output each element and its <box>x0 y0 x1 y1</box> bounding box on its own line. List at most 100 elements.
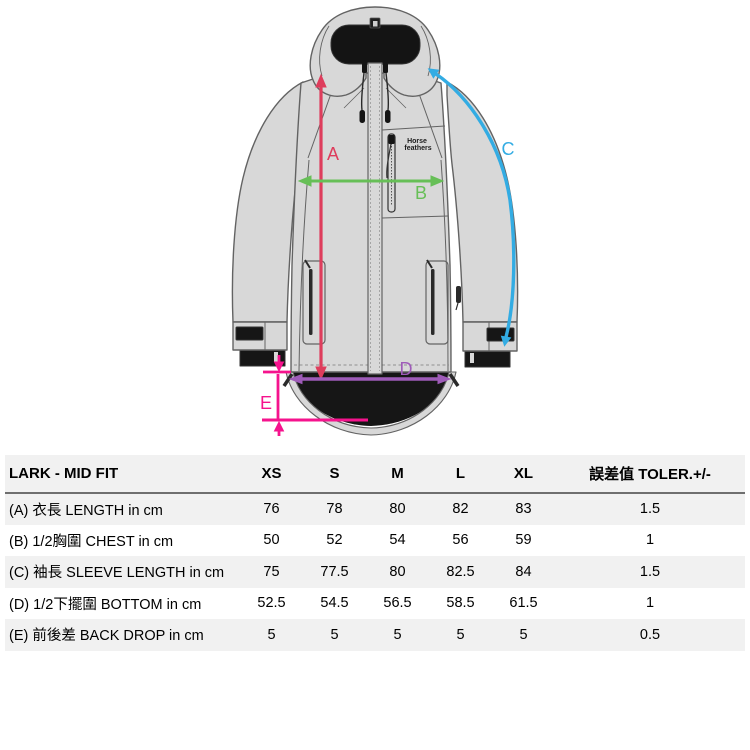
table-title: LARK - MID FIT <box>5 455 240 494</box>
left-pocket-zip-pull <box>304 259 311 269</box>
size-value: 83 <box>515 501 532 518</box>
left-cuff-notch <box>274 352 278 362</box>
tolerance-header: 誤差值 TOLER.+/- <box>555 455 745 494</box>
tolerance-value: 1.5 <box>639 501 661 518</box>
size-value: 5 <box>456 626 465 643</box>
row-label: (A) 衣長 LENGTH in cm <box>9 502 163 519</box>
right-pocket-zip-pull <box>426 259 433 269</box>
size-value: 5 <box>267 626 276 643</box>
right-pocket-zipper <box>431 269 435 335</box>
sleeve-zipper <box>456 286 461 303</box>
size-value: 5 <box>393 626 402 643</box>
size-value: 77.5 <box>320 563 349 580</box>
row-label: (D) 1/2下擺圍 BOTTOM in cm <box>9 596 202 613</box>
size-value: 84 <box>515 563 532 580</box>
hood-zip-pull-right <box>383 63 388 73</box>
sleeve-zipper-pull <box>455 302 459 311</box>
arrow-c-curve <box>435 72 516 338</box>
drawcord-left <box>360 72 365 111</box>
bottom-arrow-d: D <box>288 359 452 385</box>
arrow-c-head-top <box>427 68 440 79</box>
hood-left-seam <box>319 25 330 77</box>
size-row-sleeve: (C) 袖長 SLEEVE LENGTH in cm 75 77.5 80 82… <box>5 556 745 588</box>
size-value: 76 <box>263 501 280 518</box>
size-value: 75 <box>263 563 280 580</box>
size-value: 50 <box>263 532 280 549</box>
hem-corner-tab-left <box>282 373 294 387</box>
size-value: 56.5 <box>383 595 412 612</box>
size-value: 52 <box>326 532 343 549</box>
sleeve-arrow-c: C <box>427 68 516 347</box>
right-cuff-notch <box>470 353 474 363</box>
row-label: (B) 1/2胸圍 CHEST in cm <box>9 533 174 550</box>
left-princess-seam <box>298 159 310 372</box>
size-value: 78 <box>326 501 343 518</box>
tolerance-value: 1.5 <box>639 563 661 580</box>
size-row-length: (A) 衣長 LENGTH in cm 76 78 80 82 83 1.5 <box>5 493 745 525</box>
hood-cord-left-diagonal <box>343 87 365 109</box>
left-pocket-zipper <box>309 269 313 335</box>
size-table: LARK - MID FIT XS S M L XL 誤差值 TOLER.+/-… <box>5 455 745 651</box>
measure-label-a: A <box>327 144 339 164</box>
size-value: 54.5 <box>320 595 349 612</box>
brand-logo: Horse feathers <box>404 138 431 152</box>
tolerance-value: 1 <box>645 595 655 612</box>
arrow-c-head-bottom <box>500 335 512 347</box>
arrow-a-head-bottom <box>315 366 327 381</box>
front-placket <box>367 62 383 375</box>
size-header-m: M <box>366 455 429 494</box>
measure-label-b: B <box>415 183 427 203</box>
size-value: 82.5 <box>446 563 475 580</box>
measure-label-d: D <box>400 359 413 379</box>
hood-cord-right-diagonal <box>385 87 407 109</box>
tolerance-value: 1 <box>645 532 655 549</box>
arrow-b-head-left <box>297 175 312 187</box>
size-value: 58.5 <box>446 595 475 612</box>
row-label: (E) 前後差 BACK DROP in cm <box>9 628 204 645</box>
size-value: 5 <box>519 626 528 643</box>
jacket-diagram: Horse feathers A B C <box>231 6 519 436</box>
size-value: 52.5 <box>257 595 286 612</box>
arrow-d-head-left <box>288 373 303 385</box>
measure-label-c: C <box>502 139 515 159</box>
size-value: 54 <box>389 532 406 549</box>
size-header-l: L <box>429 455 492 494</box>
tolerance-value: 0.5 <box>639 626 661 643</box>
arrow-b-head-right <box>430 175 445 187</box>
size-row-bottom: (D) 1/2下擺圍 BOTTOM in cm 52.5 54.5 56.5 5… <box>5 588 745 620</box>
backdrop-interior <box>292 372 450 426</box>
arrow-e-up-head <box>273 420 285 432</box>
arrow-d-head-right <box>437 373 452 385</box>
drawcord-toggle-left <box>359 110 365 123</box>
backdrop-arrow-e: E <box>260 355 368 436</box>
size-value: 80 <box>389 501 406 518</box>
chest-zipper-cord <box>386 143 392 179</box>
right-sleeve <box>446 81 519 323</box>
size-row-backdrop: (E) 前後差 BACK DROP in cm 5 5 5 5 5 0.5 <box>5 619 745 651</box>
chest-panel-bottom-seam <box>381 215 449 219</box>
size-value: 80 <box>389 563 406 580</box>
row-label: (C) 袖長 SLEEVE LENGTH in cm <box>9 565 225 582</box>
size-header-s: S <box>303 455 366 494</box>
jacket-artwork: Horse feathers <box>231 6 519 436</box>
size-header-xs: XS <box>240 455 303 494</box>
drawcord-right <box>385 72 390 111</box>
size-row-chest: (B) 1/2胸圍 CHEST in cm 50 52 54 56 59 1 <box>5 525 745 557</box>
size-header-xl: XL <box>492 455 555 494</box>
drawcord-toggle-right <box>385 110 391 123</box>
hood-opening <box>330 24 421 65</box>
right-raglan-seam <box>416 87 443 159</box>
size-value: 59 <box>515 532 532 549</box>
arrow-e-down-head <box>273 361 285 373</box>
size-value: 56 <box>452 532 469 549</box>
chest-panel-top-seam <box>381 125 446 131</box>
chest-zipper-pull <box>388 135 395 144</box>
hood-zip-pull-left <box>362 63 367 73</box>
size-value: 61.5 <box>509 595 538 612</box>
arrow-a-head-top <box>315 73 327 88</box>
length-arrow-a: A <box>315 73 339 381</box>
measure-label-e: E <box>260 393 272 413</box>
hem-corner-tab-right <box>448 373 460 387</box>
hood-right-seam <box>420 25 431 77</box>
